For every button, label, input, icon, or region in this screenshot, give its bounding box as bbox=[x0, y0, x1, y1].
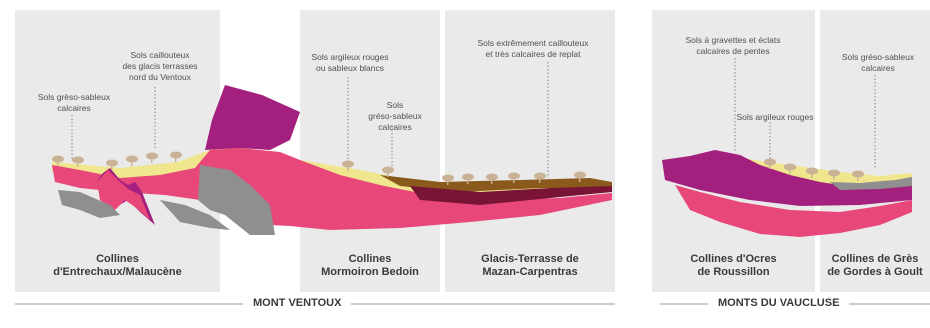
zone-label-mazan: Glacis-Terrasse de Mazan-Carpentras bbox=[481, 253, 579, 278]
layer-darkred-ventoux bbox=[410, 186, 612, 205]
tree-icon bbox=[486, 173, 498, 184]
tree-icon bbox=[852, 170, 864, 181]
zone-label-entrechaux: Collines d'Entrechaux/Malaucène bbox=[53, 253, 182, 278]
tree-icon bbox=[784, 163, 796, 174]
tree-icon bbox=[170, 151, 182, 162]
annotation-caillouteux-glacis: Sols caillouteux des glacis terrasses no… bbox=[122, 50, 198, 82]
tree-icon bbox=[534, 172, 546, 183]
region-label-vaucluse: MONTS DU VAUCLUSE bbox=[708, 297, 850, 310]
tree-icon bbox=[342, 160, 354, 171]
tree-icon bbox=[106, 159, 118, 170]
tree-icon bbox=[382, 166, 394, 177]
tree-icon bbox=[52, 155, 64, 166]
panel-mazan bbox=[445, 10, 615, 292]
tree-icon bbox=[72, 156, 84, 167]
annotation-gres-sableux-left: Sols grèso-sableux calcaires bbox=[37, 92, 111, 113]
vaucluse-layers bbox=[662, 150, 912, 237]
tree-icon bbox=[126, 155, 138, 166]
zone-label-ocres: Collines d'Ocres de Roussillon bbox=[690, 253, 777, 278]
layer-grey-vaucluse bbox=[830, 177, 912, 190]
tree-icon bbox=[462, 173, 474, 184]
layer-purple-ventoux bbox=[205, 85, 300, 150]
annotation-argileux-rouges: Sols argileux rouges bbox=[736, 112, 814, 122]
region-label-ventoux: MONT VENTOUX bbox=[243, 297, 352, 310]
panel-gordes bbox=[820, 10, 930, 292]
tree-icon bbox=[764, 158, 776, 169]
vegetation bbox=[52, 151, 864, 185]
panel-mormoiron bbox=[300, 10, 440, 292]
ventoux-layers bbox=[52, 85, 612, 235]
leader-lines bbox=[71, 58, 876, 178]
zone-label-gordes: Collines de Grès de Gordes à Goult bbox=[827, 253, 923, 278]
annotation-gres-sableux-right: Sols gréso-sableux calcaires bbox=[841, 52, 915, 73]
annotation-gres-sableux-mid: Sols gréso-sableux calcaires bbox=[368, 100, 422, 132]
tree-icon bbox=[442, 174, 454, 185]
tree-icon bbox=[508, 172, 520, 183]
tree-icon bbox=[146, 152, 158, 163]
tree-icon bbox=[828, 169, 840, 180]
layer-pink-ventoux bbox=[52, 148, 612, 230]
layer-pink-front bbox=[97, 170, 150, 220]
layer-grey-center bbox=[198, 165, 275, 235]
panel-ocres bbox=[652, 10, 815, 292]
tree-icon bbox=[806, 167, 818, 178]
annotation-gravettes-eclats: Sols à gravettes et éclats calcaires de … bbox=[685, 35, 781, 56]
layer-pink-vaucluse bbox=[675, 185, 912, 237]
zone-label-mormoiron: Collines Mormoiron Bedoin bbox=[321, 253, 419, 278]
layer-brown-ventoux bbox=[380, 175, 612, 192]
layer-grey-deep bbox=[160, 200, 230, 230]
tree-icon bbox=[574, 171, 586, 182]
layer-grey-left bbox=[58, 190, 120, 218]
layer-purple-vaucluse bbox=[662, 150, 912, 206]
zone-panels bbox=[15, 10, 930, 292]
annotation-argileux-rouges-blancs: Sols argileux rouges ou sableux blancs bbox=[311, 52, 389, 73]
annotation-extremement-caillouteux: Sols extrêmement caillouteux et très cal… bbox=[477, 38, 589, 59]
panel-entrechaux bbox=[15, 10, 220, 292]
